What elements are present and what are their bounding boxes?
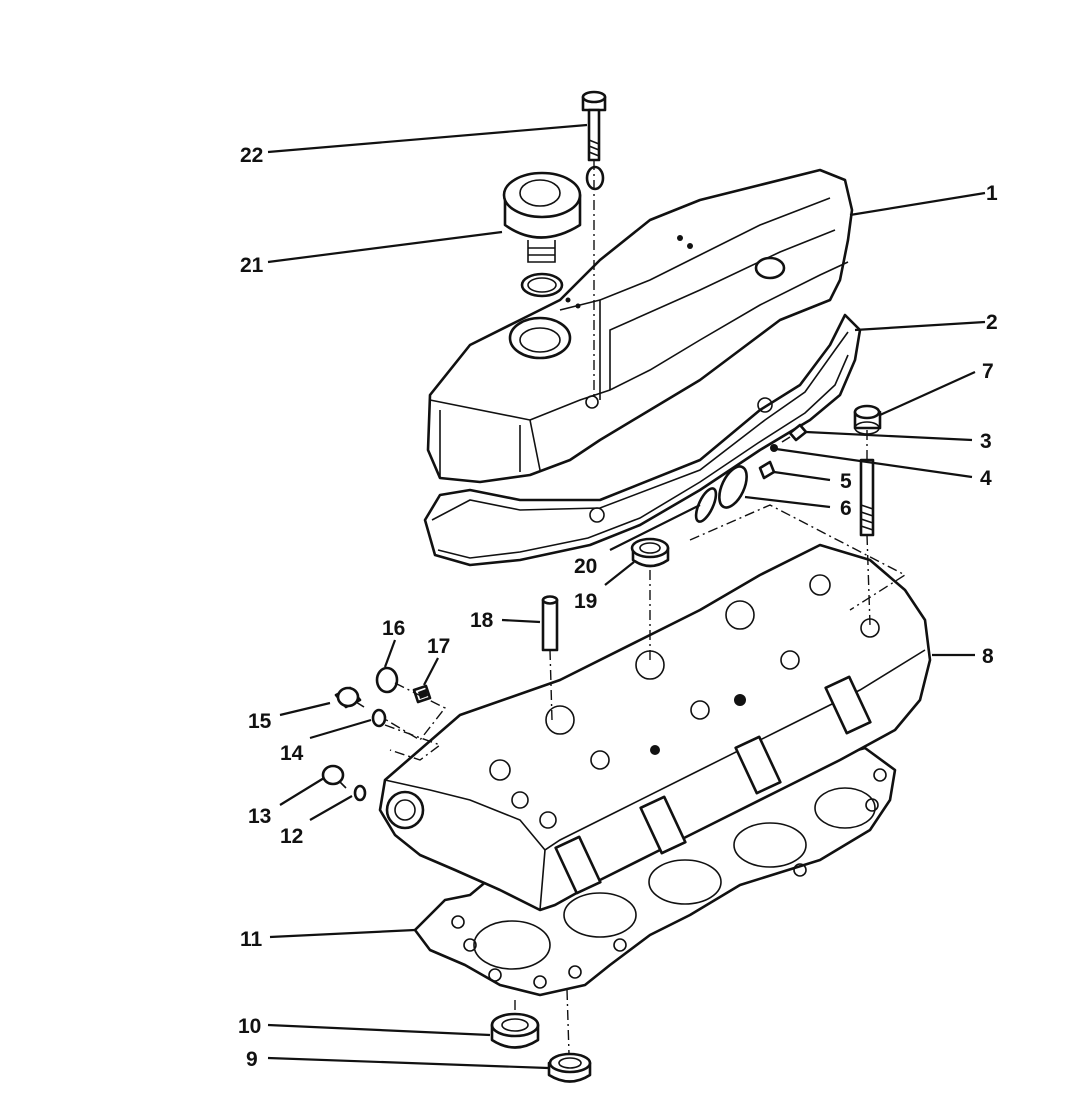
callout-2: 2 bbox=[986, 311, 998, 334]
callout-15: 15 bbox=[248, 710, 272, 733]
bushing-small bbox=[547, 1052, 592, 1083]
callout-21: 21 bbox=[240, 254, 264, 277]
sealing-washer-lower bbox=[353, 784, 367, 802]
leader-lines bbox=[267, 123, 986, 1070]
callout-4: 4 bbox=[980, 467, 992, 490]
stud bbox=[859, 430, 875, 626]
callout-17: 17 bbox=[427, 635, 450, 658]
plate-gasket bbox=[694, 487, 718, 523]
callout-10: 10 bbox=[238, 1015, 261, 1038]
valve-seal bbox=[630, 537, 670, 660]
leader-11 bbox=[269, 928, 416, 939]
small-washer bbox=[770, 444, 778, 452]
leader-20 bbox=[609, 504, 701, 551]
callout-14: 14 bbox=[280, 742, 304, 765]
callout-labels: 1 2 3 4 5 6 7 8 9 10 11 12 13 14 15 16 1… bbox=[238, 144, 998, 1071]
cylinder-head bbox=[378, 543, 932, 912]
callout-19: 19 bbox=[574, 590, 597, 613]
rocker-cover-gasket bbox=[423, 313, 862, 567]
oil-filler-cap bbox=[502, 171, 582, 263]
leader-12 bbox=[309, 795, 353, 821]
small-plug bbox=[758, 460, 776, 480]
callout-9: 9 bbox=[246, 1048, 258, 1071]
callout-18: 18 bbox=[470, 609, 494, 632]
callout-3: 3 bbox=[980, 430, 992, 453]
callout-20: 20 bbox=[574, 555, 597, 578]
leader-14 bbox=[309, 718, 372, 740]
leader-16 bbox=[383, 639, 397, 668]
bushing-large bbox=[490, 1012, 540, 1049]
leader-19 bbox=[604, 561, 635, 586]
leader-6 bbox=[744, 495, 831, 509]
callout-11: 11 bbox=[240, 928, 263, 951]
leader-5 bbox=[773, 470, 831, 482]
rocker-cover bbox=[426, 168, 854, 484]
callout-6: 6 bbox=[840, 497, 852, 520]
callout-1: 1 bbox=[986, 182, 998, 205]
drain-plug-lower bbox=[321, 764, 347, 789]
leader-4 bbox=[775, 447, 973, 479]
callout-22: 22 bbox=[240, 144, 263, 167]
leader-22 bbox=[267, 123, 588, 154]
valve-guide bbox=[541, 595, 559, 721]
callout-7: 7 bbox=[982, 360, 994, 383]
callout-13: 13 bbox=[248, 805, 271, 828]
leader-21 bbox=[267, 230, 503, 264]
leader-13 bbox=[279, 777, 325, 806]
leader-18 bbox=[501, 618, 541, 624]
callout-16: 16 bbox=[382, 617, 405, 640]
drain-plug-upper bbox=[334, 686, 365, 709]
leader-10 bbox=[267, 1023, 491, 1037]
callout-5: 5 bbox=[840, 470, 852, 493]
filler-cap-o-ring bbox=[520, 272, 564, 298]
sealing-washer-upper bbox=[371, 708, 387, 728]
callout-12: 12 bbox=[280, 825, 303, 848]
plate bbox=[718, 465, 748, 509]
leader-15 bbox=[279, 701, 331, 717]
leader-3 bbox=[805, 430, 973, 442]
callout-8: 8 bbox=[982, 645, 994, 668]
leader-7 bbox=[879, 370, 976, 417]
leader-9 bbox=[267, 1056, 549, 1070]
stud-cap-nut bbox=[853, 404, 882, 435]
expansion-plug bbox=[375, 666, 399, 694]
leader-2 bbox=[854, 320, 986, 332]
leader-17 bbox=[423, 657, 439, 686]
leader-1 bbox=[849, 191, 986, 217]
cover-bolt bbox=[581, 90, 607, 400]
